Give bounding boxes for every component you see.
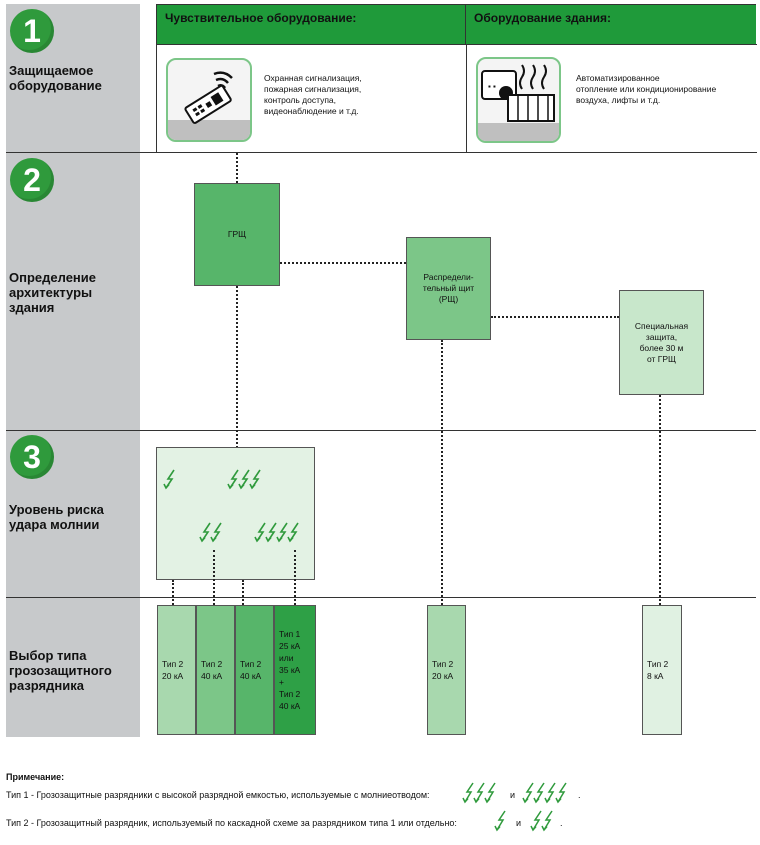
step-4-label: Выбор типа грозозащитного разрядника [9,648,112,693]
connector [294,550,296,605]
selection-box: Тип 2 20 кА [427,605,466,735]
type2-bolts-2 [530,810,558,839]
type2-bolt-1 [494,810,510,839]
lightning-icon [522,782,567,804]
lightning-icon [227,469,261,489]
connector [659,395,661,605]
lightning-icon [530,810,553,832]
connector [236,153,238,183]
header-sensitive-equipment: Чувствительное оборудование: [156,4,466,44]
distribution-board-box: Распредели- тельный щит (РЩ) [406,237,491,340]
connector [280,262,406,264]
lightning-icon [462,782,496,804]
selection-box: Тип 1 25 кА или 35 кА + Тип 2 40 кА [274,605,316,735]
note-title: Примечание: [6,772,65,782]
svg-text:▪ ▪: ▪ ▪ [488,82,496,91]
connector [236,286,238,448]
selection-box: Тип 2 8 кА [642,605,682,735]
step-2-badge: 2 [10,158,54,202]
note-and-1: и [510,790,516,800]
row-divider [6,430,756,431]
type1-bolts-3 [462,782,506,811]
connector [441,340,443,605]
header-building-equipment: Оборудование здания: [466,4,756,44]
selection-box: Тип 2 40 кА [235,605,274,735]
note-and-2: и [516,818,522,828]
note-type1: Тип 1 - Грозозащитные разрядники с высок… [6,790,430,800]
step-1-label: Защищаемое оборудование [9,63,102,93]
lightning-icon [163,469,175,489]
remote-control-icon [168,71,250,140]
row-divider [6,597,756,598]
lightning-icon [199,522,222,542]
note-end-2: . [560,818,563,828]
connector [491,316,619,318]
step-3-label: Уровень риска удара молнии [9,502,104,532]
radiator-tile: ▪ ▪ [476,57,561,143]
radiator-icon: ▪ ▪ [478,64,559,141]
main-switchboard-box: ГРЩ [194,183,280,286]
note-type2: Тип 2 - Грозозащитный разрядник, использ… [6,818,457,828]
sensitive-equipment-desc: Охранная сигнализация, пожарная сигнализ… [264,73,362,116]
step-2-label: Определение архитектуры здания [9,270,97,315]
connector [242,580,244,605]
connector [172,580,174,605]
connector [213,550,215,605]
building-equipment-desc: Автоматизированное отопление или кондици… [576,73,717,105]
remote-control-tile [166,58,252,142]
sidebar [6,4,140,737]
step-3-badge: 3 [10,435,54,479]
lightning-icon [254,522,299,542]
lightning-risk-panel [156,447,315,580]
type1-bolts-4 [522,782,578,811]
note-end-1: . [578,790,581,800]
lightning-risk-icons [163,469,299,542]
selection-box: Тип 2 40 кА [196,605,235,735]
selection-box: Тип 2 20 кА [157,605,196,735]
special-protection-box: Специальная защита, более 30 м от ГРЩ [619,290,704,395]
step-1-badge: 1 [10,9,54,53]
lightning-icon [494,810,506,832]
